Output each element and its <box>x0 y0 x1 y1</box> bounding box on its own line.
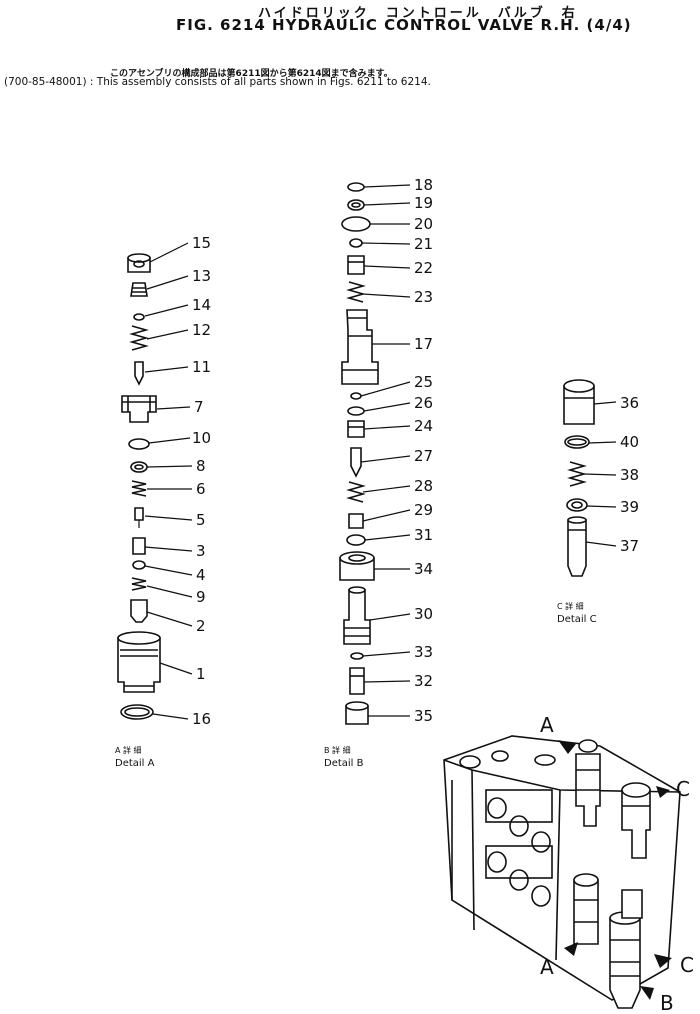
assembly-note: (700-85-48001) : This assembly consists … <box>4 76 431 88</box>
callout-17: 17 <box>414 335 433 353</box>
callout-15: 15 <box>192 234 211 252</box>
callout-33: 33 <box>414 643 433 661</box>
detail-a-caption: Detail A <box>115 758 155 769</box>
callout-32: 32 <box>414 672 433 690</box>
callout-7: 7 <box>194 398 204 416</box>
callout-11: 11 <box>192 358 211 376</box>
callout-23: 23 <box>414 288 433 306</box>
callout-2: 2 <box>196 617 206 635</box>
view-letters: A C A C B <box>540 713 694 1014</box>
callout-8: 8 <box>196 457 206 475</box>
callout-40: 40 <box>620 433 639 451</box>
callout-13: 13 <box>192 267 211 285</box>
callout-4: 4 <box>196 566 206 584</box>
detail-c-caption: Detail C <box>557 614 597 625</box>
detail-c-labels: 36 40 38 39 37 <box>620 394 639 555</box>
detail-a-parts <box>117 253 161 720</box>
callout-18: 18 <box>414 176 433 194</box>
view-letter-b: B <box>660 991 674 1014</box>
detail-c-leaders <box>583 401 617 547</box>
detail-b-leaders <box>360 184 411 717</box>
callout-24: 24 <box>414 417 433 435</box>
callout-35: 35 <box>414 707 433 725</box>
assembly-note-japanese: このアセンブリの構成部品は第6211図から第6214図まで含みます。 <box>110 69 393 79</box>
view-letter-c-upper: C <box>676 777 690 801</box>
detail-a-leaders <box>144 242 193 720</box>
valve-block-illustration <box>443 735 681 1009</box>
callout-9: 9 <box>196 588 206 606</box>
callout-36: 36 <box>620 394 639 412</box>
callout-12: 12 <box>192 321 211 339</box>
callout-10: 10 <box>192 429 211 447</box>
callout-14: 14 <box>192 296 211 314</box>
callout-21: 21 <box>414 235 433 253</box>
detail-b-caption: Detail B <box>324 758 364 769</box>
detail-a-caption-jp: A 詳 細 <box>115 745 142 755</box>
page-title: FIG. 6214 HYDRAULIC CONTROL VALVE R.H. (… <box>176 16 632 34</box>
callout-20: 20 <box>414 215 433 233</box>
detail-b-parts <box>339 182 379 725</box>
callout-5: 5 <box>196 511 206 529</box>
view-letter-a-lower: A <box>540 955 554 979</box>
callout-28: 28 <box>414 477 433 495</box>
callout-16: 16 <box>192 710 211 728</box>
detail-c-caption-jp: C 詳 細 <box>557 601 584 611</box>
callout-26: 26 <box>414 394 433 412</box>
callout-37: 37 <box>620 537 639 555</box>
callout-29: 29 <box>414 501 433 519</box>
callout-38: 38 <box>620 466 639 484</box>
detail-a-labels: 15 13 14 12 11 7 10 8 6 5 3 4 9 2 1 16 <box>192 234 211 728</box>
view-letter-a-upper: A <box>540 713 554 737</box>
view-letter-c-lower: C <box>680 953 694 977</box>
callout-25: 25 <box>414 373 433 391</box>
callout-39: 39 <box>620 498 639 516</box>
title-japanese: ハイドロリック コントロール バルブ 右 <box>258 6 578 21</box>
callout-3: 3 <box>196 542 206 560</box>
detail-c-parts <box>563 379 595 577</box>
callout-30: 30 <box>414 605 433 623</box>
callout-22: 22 <box>414 259 433 277</box>
callout-1: 1 <box>196 665 206 683</box>
callout-6: 6 <box>196 480 206 498</box>
callout-27: 27 <box>414 447 433 465</box>
callout-34: 34 <box>414 560 433 578</box>
callout-19: 19 <box>414 194 433 212</box>
detail-b-caption-jp: B 詳 細 <box>324 745 351 755</box>
callout-31: 31 <box>414 526 433 544</box>
detail-b-labels: 18 19 20 21 22 23 17 25 26 24 27 28 29 3… <box>414 176 433 725</box>
